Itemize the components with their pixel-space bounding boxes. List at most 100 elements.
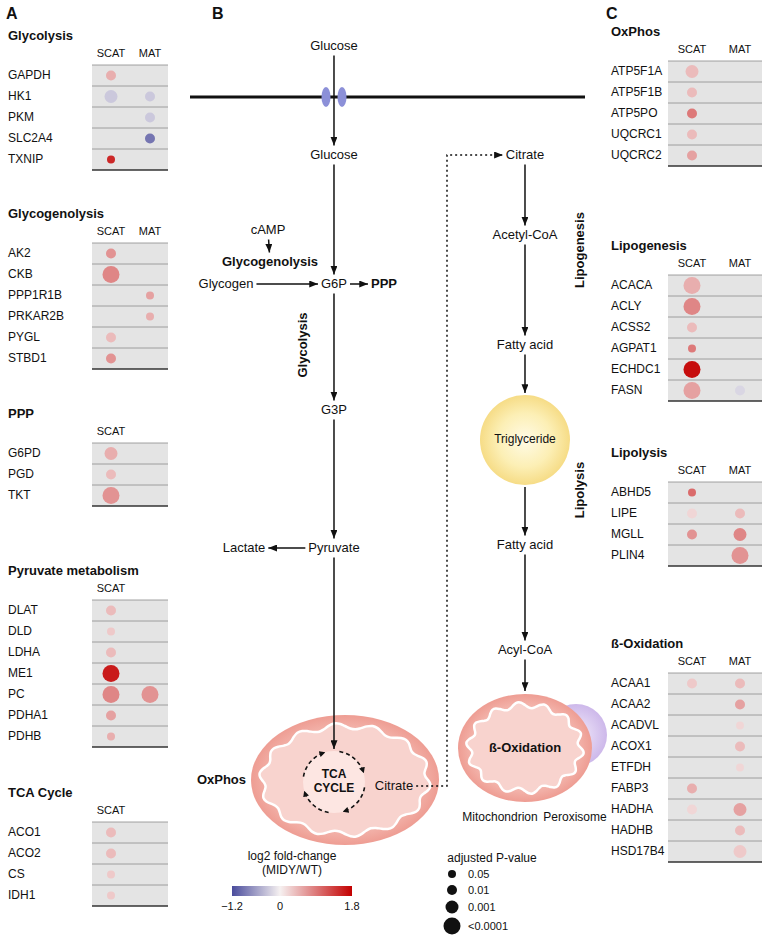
expression-dot <box>103 686 120 703</box>
table-rule <box>92 705 168 706</box>
gene-name: ACADVL <box>611 719 659 733</box>
gene-name: ME1 <box>8 667 33 681</box>
cell-membrane <box>190 96 585 99</box>
gene-name: TKT <box>8 489 31 503</box>
metabolite: Citrate <box>375 779 413 794</box>
table-row <box>668 673 762 694</box>
pathway-arrow <box>268 547 305 549</box>
gene-name: ACAA1 <box>611 677 650 691</box>
legend-label: 0.05 <box>468 868 489 881</box>
expression-dot <box>103 665 120 682</box>
table-row <box>92 443 168 464</box>
mitochondrion-shape: TCA CYCLECitrateOxPhos <box>250 714 440 846</box>
table-row <box>668 799 762 820</box>
colorbar-tick: −1.2 <box>221 900 243 913</box>
table-rule <box>668 778 762 779</box>
legend-label: 0.001 <box>468 901 496 914</box>
column-header: MAT <box>139 47 161 60</box>
gene-name: PGD <box>8 468 34 482</box>
node-text: Citrate <box>375 779 413 794</box>
cycle-arrow <box>303 753 324 777</box>
pathway-label: Lipolysis <box>573 462 588 518</box>
pathway-arrow <box>524 354 526 393</box>
node-text: G3P <box>321 403 347 418</box>
expression-dot <box>684 382 701 399</box>
table-rule <box>92 822 168 823</box>
table-rule <box>668 359 762 360</box>
pathway-arrow <box>524 659 526 691</box>
table-rule <box>668 694 762 695</box>
table-rule <box>668 545 762 546</box>
node-text: Fatty acid <box>497 338 553 353</box>
process-label: PPP <box>371 277 397 292</box>
expression-dot <box>107 892 115 900</box>
expression-dot <box>734 528 747 541</box>
table-row <box>668 61 762 82</box>
pathway-arrow <box>524 164 526 225</box>
table-rule <box>668 820 762 821</box>
metabolite: Acetyl-CoA <box>492 228 557 243</box>
table-row <box>668 778 762 799</box>
table-rule <box>92 684 168 685</box>
table-row <box>92 149 168 170</box>
node-text: Lactate <box>223 541 266 556</box>
expression-dot <box>735 826 745 836</box>
section-heading: Glycolysis <box>8 29 73 44</box>
metabolite: Fatty acid <box>497 538 553 553</box>
gene-name: PKM <box>8 111 34 125</box>
expression-dot <box>735 509 745 519</box>
node-text: Acetyl-CoA <box>492 228 557 243</box>
table-row <box>668 296 762 317</box>
gene-name: HSD17B4 <box>611 845 664 859</box>
gene-name: ECHDC1 <box>611 363 660 377</box>
metabolite: Glucose <box>310 39 358 54</box>
table-row <box>92 864 168 885</box>
table-row <box>668 103 762 124</box>
gene-name: ACO2 <box>8 847 41 861</box>
triglyceride-droplet: Triglyceride <box>479 394 571 486</box>
table-rule <box>668 503 762 504</box>
expression-dot <box>106 249 116 259</box>
table-rule <box>92 128 168 129</box>
section-heading: Lipogenesis <box>611 239 687 254</box>
table-rule <box>668 296 762 297</box>
expression-dot <box>735 679 745 689</box>
peroxisome-shape: Peroxisome <box>544 703 608 767</box>
expression-dot <box>105 447 118 460</box>
table-rule <box>668 715 762 716</box>
tca-ground <box>303 751 365 813</box>
gene-name: ATP5F1B <box>611 86 662 100</box>
legend-dot <box>444 918 461 935</box>
legend-dot <box>447 885 457 895</box>
pathway-arrow <box>333 164 335 274</box>
gene-name: HADHB <box>611 824 653 838</box>
table-rule <box>92 505 168 506</box>
expression-dot <box>107 628 115 636</box>
pathway-arrow <box>268 239 270 252</box>
section-heading: TCA Cycle <box>8 786 73 801</box>
panel-letter: C <box>606 5 618 23</box>
expression-dot <box>106 354 116 364</box>
metabolite: Acyl-CoA <box>498 643 552 658</box>
metabolite: Glucose <box>310 148 358 163</box>
node-text: Triglyceride <box>494 433 556 447</box>
column-header: MAT <box>729 43 751 56</box>
mitochondrion-shape: ß-OxidationMitochondrion <box>457 693 593 803</box>
node-text: Glycogen <box>199 277 254 292</box>
pathway-label: Lipogenesis <box>573 212 588 288</box>
metabolite: Pyruvate <box>308 541 359 556</box>
table-row <box>668 145 762 166</box>
expression-dot <box>106 828 116 838</box>
gene-name: IDH1 <box>8 889 35 903</box>
expression-dot <box>687 530 697 540</box>
table-rule <box>92 348 168 349</box>
section-heading: Pyruvate metabolism <box>8 564 139 579</box>
gene-name: PLIN4 <box>611 549 644 563</box>
column-header: MAT <box>139 225 161 238</box>
table-rule <box>668 757 762 758</box>
outer-membrane <box>251 715 439 845</box>
table-rule <box>92 600 168 601</box>
table-rule <box>668 861 762 862</box>
expression-dot <box>145 92 155 102</box>
table-row <box>92 822 168 843</box>
